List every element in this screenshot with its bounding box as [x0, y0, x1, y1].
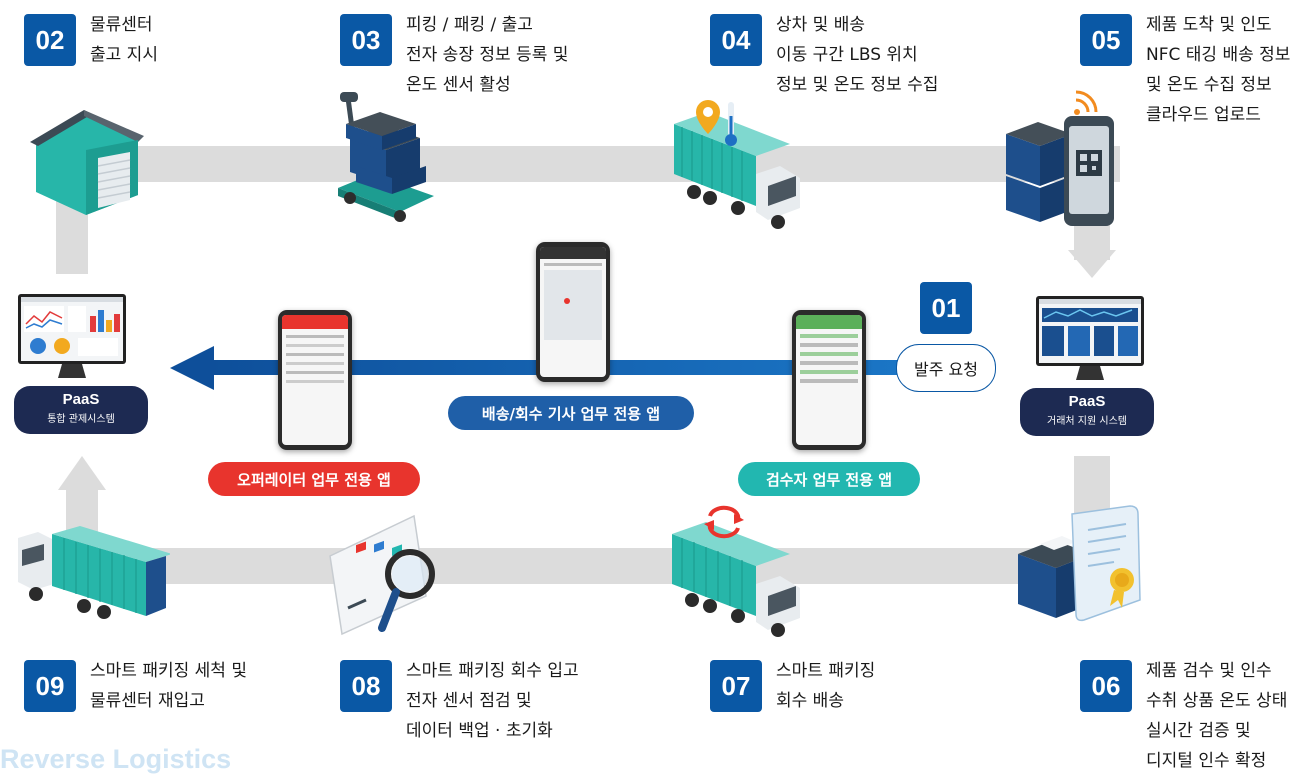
reverse-logistics-label: Reverse Logistics [0, 744, 232, 774]
inspector-app-pill: 검수자 업무 전용 앱 [738, 462, 920, 496]
step-line: 제품 검수 및 인수 [1146, 661, 1272, 681]
paas-subtitle: 통합 관제시스템 [47, 414, 115, 425]
step-02-badge: 02 [24, 14, 76, 66]
step-line: 클라우드 업로드 [1146, 105, 1261, 125]
step-05-text: 제품 도착 및 인도 NFC 태깅 배송 정보 및 온도 수집 정보 클라우드 … [1146, 10, 1290, 130]
nfc-phone-icon [1006, 90, 1114, 226]
step-line: 전자 센서 점검 및 [406, 691, 532, 711]
step-line: 상차 및 배송 [776, 15, 866, 35]
step-09-badge: 09 [24, 660, 76, 712]
step-04-text: 상차 및 배송 이동 구간 LBS 위치 정보 및 온도 정보 수집 [776, 10, 938, 100]
step-line: NFC 태깅 배송 정보 [1146, 45, 1291, 65]
order-request-label: 발주 요청 [896, 344, 996, 392]
pallet-jack-icon [338, 92, 434, 222]
paas-title: PaaS [1068, 393, 1106, 410]
delivery-truck-icon [674, 100, 800, 229]
top-track [60, 146, 1120, 182]
step-line: 디지털 인수 확정 [1146, 751, 1267, 771]
step-06-badge: 06 [1080, 660, 1132, 712]
step-line: 물류센터 재입고 [90, 691, 205, 711]
step-06-text: 제품 검수 및 인수 수취 상품 온도 상태 실시간 검증 및 디지털 인수 확… [1146, 656, 1287, 776]
step-line: 스마트 패키징 회수 입고 [406, 661, 579, 681]
driver-app-pill: 배송/회수 기사 업무 전용 앱 [448, 396, 694, 430]
step-line: 스마트 패키징 세척 및 [90, 661, 247, 681]
step-line: 수취 상품 온도 상태 [1146, 691, 1288, 711]
step-09-text: 스마트 패키징 세척 및 물류센터 재입고 [90, 656, 247, 716]
step-line: 회수 배송 [776, 691, 844, 711]
step-line: 이동 구간 LBS 위치 [776, 45, 918, 65]
step-line: 제품 도착 및 인도 [1146, 15, 1272, 35]
step-line: 및 온도 수집 정보 [1146, 75, 1272, 95]
step-02-text: 물류센터 출고 지시 [90, 10, 158, 70]
step-07-text: 스마트 패키징 회수 배송 [776, 656, 875, 716]
up-arrow-icon [58, 456, 106, 490]
step-01-badge: 01 [920, 282, 972, 334]
certificate-box-icon [1018, 505, 1141, 622]
step-line: 정보 및 온도 정보 수집 [776, 75, 939, 95]
container-truck-icon [18, 526, 170, 619]
bottom-track [60, 548, 1120, 584]
step-line: 전자 송장 정보 등록 및 [406, 45, 569, 65]
step-line: 온도 센서 활성 [406, 75, 511, 95]
step-03-text: 피킹 / 패킹 / 출고 전자 송장 정보 등록 및 온도 센서 활성 [406, 10, 568, 100]
step-line: 출고 지시 [90, 45, 158, 65]
step-05-badge: 05 [1080, 14, 1132, 66]
step-08-badge: 08 [340, 660, 392, 712]
step-line: 데이터 백업 · 초기화 [406, 721, 553, 741]
return-truck-icon [672, 505, 800, 637]
warehouse-icon [30, 110, 144, 215]
inspection-magnifier-icon [329, 514, 435, 636]
driver-app-phone [536, 242, 610, 382]
operator-app-phone [278, 310, 352, 450]
paas-title: PaaS [62, 391, 100, 408]
step-08-text: 스마트 패키징 회수 입고 전자 센서 점검 및 데이터 백업 · 초기화 [406, 656, 579, 746]
inspector-app-phone [792, 310, 866, 450]
operator-app-pill: 오퍼레이터 업무 전용 앱 [208, 462, 420, 496]
step-04-badge: 04 [710, 14, 762, 66]
down-arrow-icon [1068, 250, 1116, 278]
paas-subtitle: 거래처 지원 시스템 [1047, 416, 1127, 427]
arrow-head-icon [170, 346, 214, 390]
step-line: 실시간 검증 및 [1146, 721, 1251, 741]
step-03-badge: 03 [340, 14, 392, 66]
client-monitor-icon [1036, 296, 1144, 380]
dashboard-monitor-icon [18, 294, 126, 378]
step-07-badge: 07 [710, 660, 762, 712]
paas-control-system-badge: PaaS 통합 관제시스템 [14, 386, 148, 434]
step-line: 스마트 패키징 [776, 661, 876, 681]
paas-client-system-badge: PaaS 거래처 지원 시스템 [1020, 388, 1154, 436]
step-line: 피킹 / 패킹 / 출고 [406, 15, 533, 35]
step-line: 물류센터 [90, 15, 153, 35]
